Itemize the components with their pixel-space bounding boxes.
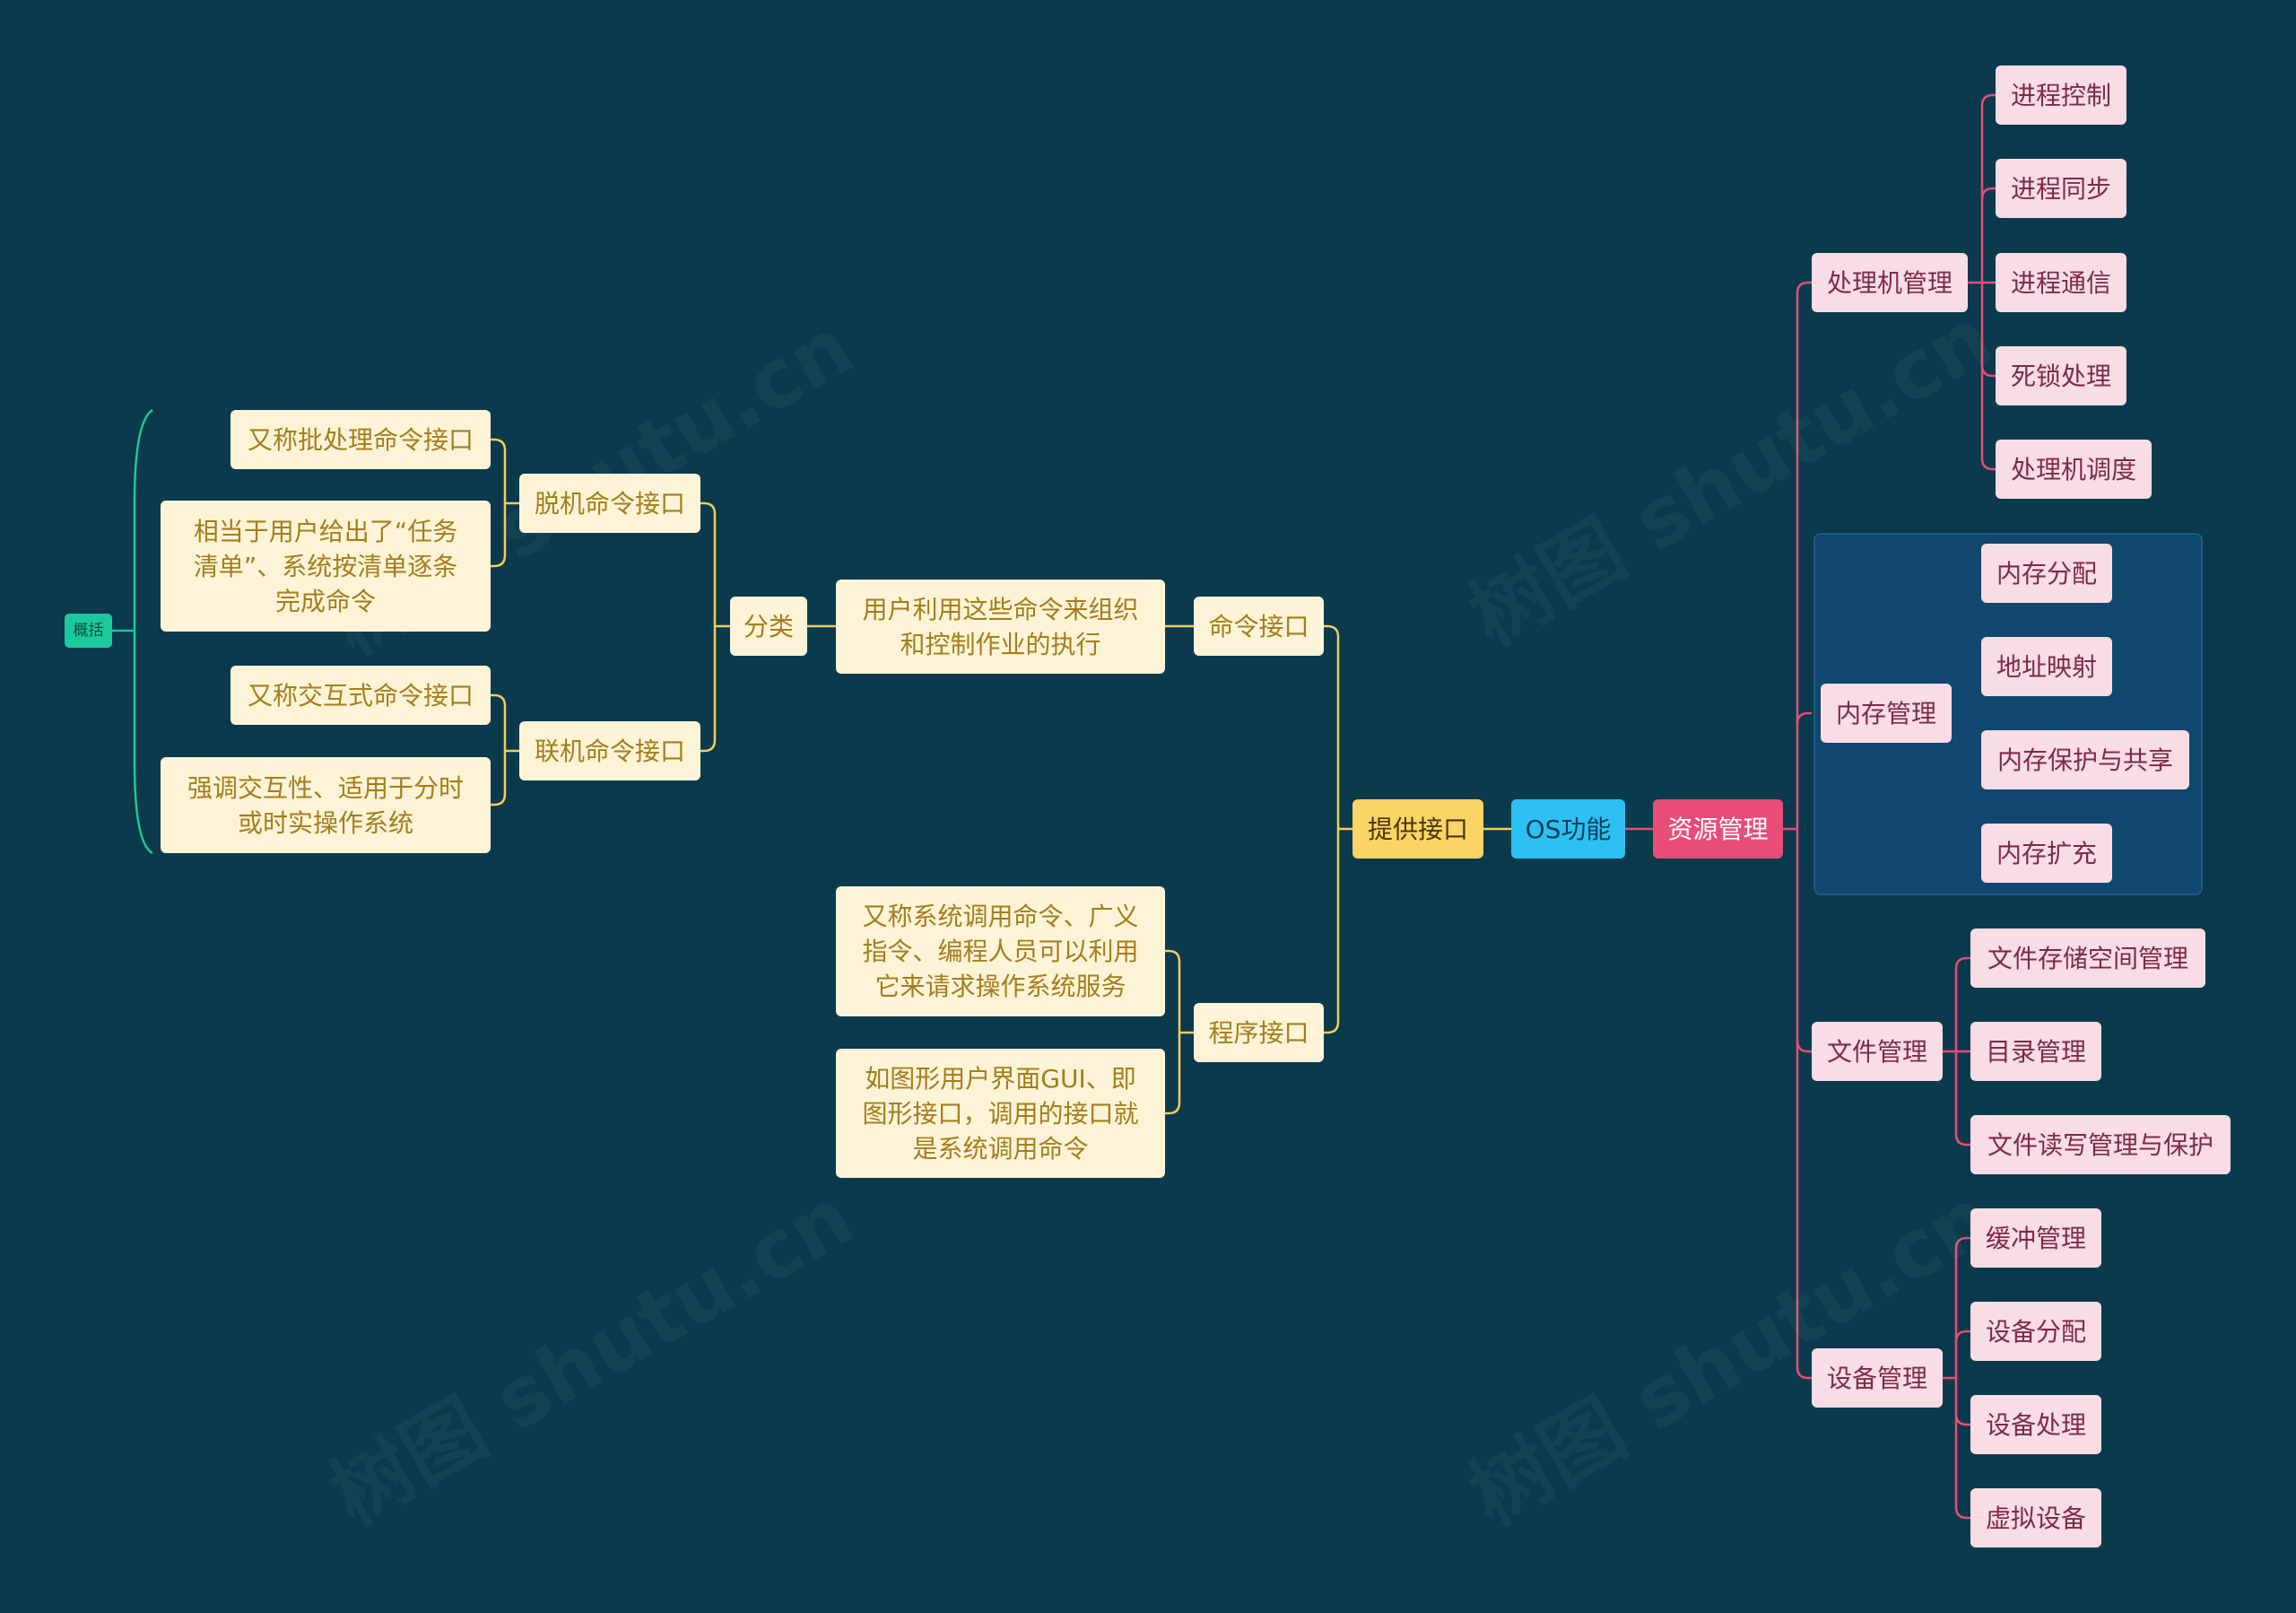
connector-line	[1980, 364, 1996, 378]
node-program-note-2[interactable]: 如图形用户界面GUI、即 图形接口，调用的接口就 是系统调用命令	[836, 1049, 1165, 1178]
connector-line	[700, 739, 717, 753]
node-command-interface[interactable]: 命令接口	[1194, 597, 1324, 656]
node-device-management[interactable]: 设备管理	[1812, 1348, 1943, 1408]
connector-line	[491, 438, 507, 451]
node-command-desc[interactable]: 用户利用这些命令来组织 和控制作业的执行	[836, 580, 1165, 674]
connector-line	[1165, 949, 1181, 963]
connector-line	[1980, 458, 1996, 471]
connector-line	[1954, 1133, 1970, 1147]
connector-line	[491, 693, 507, 707]
connector-line	[1796, 1040, 1812, 1053]
node-device-allocation[interactable]: 设备分配	[1970, 1302, 2101, 1361]
node-offline-note-1[interactable]: 又称批处理命令接口	[230, 410, 491, 469]
connector-line	[1796, 711, 1812, 725]
node-file-storage-management[interactable]: 文件存储空间管理	[1970, 929, 2205, 988]
node-offline-command[interactable]: 脱机命令接口	[519, 474, 700, 533]
node-file-management[interactable]: 文件管理	[1812, 1022, 1943, 1081]
node-program-note-1[interactable]: 又称系统调用命令、广义 指令、编程人员可以利用 它来请求操作系统服务	[836, 886, 1165, 1016]
node-device-handling[interactable]: 设备处理	[1970, 1395, 2101, 1454]
connector-line	[133, 408, 153, 855]
node-process-sync[interactable]: 进程同步	[1996, 159, 2126, 218]
connector-line	[1980, 187, 1996, 200]
connector-line	[1954, 1506, 1970, 1520]
connector-line	[1954, 956, 1970, 970]
connector-line	[1796, 1366, 1812, 1380]
node-process-communication[interactable]: 进程通信	[1996, 253, 2126, 312]
node-classify[interactable]: 分类	[730, 597, 807, 656]
connector-line	[1954, 1236, 1970, 1250]
node-os-function[interactable]: OS功能	[1511, 799, 1625, 859]
connector-line	[1324, 1021, 1340, 1034]
node-provide-interface[interactable]: 提供接口	[1352, 799, 1483, 859]
node-memory-expansion[interactable]: 内存扩充	[1981, 824, 2112, 883]
node-buffer-management[interactable]: 缓冲管理	[1970, 1208, 2101, 1268]
connector-line	[1324, 624, 1340, 638]
connector-line	[1954, 1330, 1970, 1343]
connector-line	[1796, 281, 1812, 294]
node-deadlock-handling[interactable]: 死锁处理	[1996, 346, 2126, 405]
node-file-rw-protection[interactable]: 文件读写管理与保护	[1970, 1115, 2231, 1174]
node-memory-management[interactable]: 内存管理	[1821, 684, 1952, 743]
node-directory-management[interactable]: 目录管理	[1970, 1022, 2101, 1081]
node-memory-protection-sharing[interactable]: 内存保护与共享	[1981, 730, 2189, 789]
node-processor-management[interactable]: 处理机管理	[1812, 253, 1968, 312]
node-online-note-1[interactable]: 又称交互式命令接口	[230, 666, 491, 725]
connector-line	[1980, 93, 1996, 107]
node-virtual-device[interactable]: 虚拟设备	[1970, 1488, 2101, 1548]
connector-line	[1165, 1102, 1181, 1115]
connector-line	[491, 554, 507, 568]
node-address-mapping[interactable]: 地址映射	[1981, 637, 2112, 696]
node-summary-tag[interactable]: 概括	[65, 614, 112, 648]
node-process-control[interactable]: 进程控制	[1996, 65, 2126, 125]
node-online-command[interactable]: 联机命令接口	[519, 721, 700, 780]
connector-line	[1954, 1413, 1970, 1426]
connector-line	[491, 793, 507, 806]
node-processor-scheduling[interactable]: 处理机调度	[1996, 440, 2152, 499]
node-memory-allocation[interactable]: 内存分配	[1981, 544, 2112, 603]
node-online-note-2[interactable]: 强调交互性、适用于分时 或时实操作系统	[161, 757, 491, 853]
node-offline-note-2[interactable]: 相当于用户给出了“任务 清单”、系统按清单逐条 完成命令	[161, 501, 491, 632]
node-resource-management[interactable]: 资源管理	[1653, 799, 1783, 859]
node-program-interface[interactable]: 程序接口	[1194, 1003, 1324, 1062]
connector-line	[700, 501, 717, 515]
